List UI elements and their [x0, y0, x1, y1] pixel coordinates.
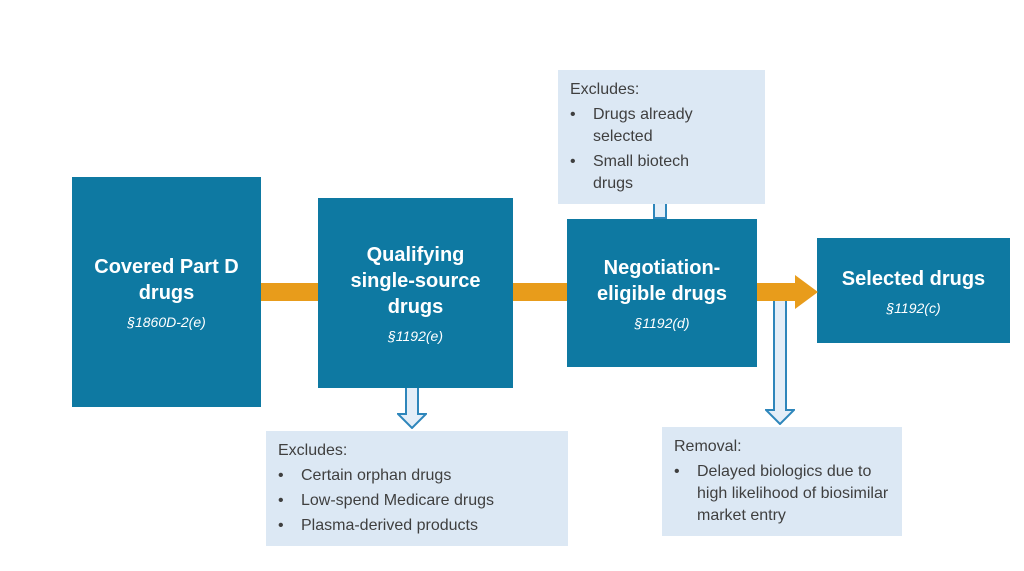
stage-title: Selected drugs	[841, 267, 986, 290]
note-bullet-list: • Delayed biologics due to high likeliho…	[674, 461, 892, 527]
bullet-icon: •	[570, 153, 576, 171]
note-bullet-item: • Delayed biologics due to high likeliho…	[674, 461, 892, 527]
bullet-icon: •	[278, 517, 284, 535]
flow-connector-3	[757, 283, 795, 301]
bullet-icon: •	[570, 106, 576, 124]
flow-connector-2	[513, 283, 567, 301]
stage-title: Qualifying single-source drugs	[350, 244, 481, 318]
stage-title: Covered Part D drugs	[94, 256, 239, 304]
stage-box-covered-part-d-drugs: Covered Part D drugs §1860D-2(e)	[72, 177, 261, 407]
flow-arrowhead-icon	[795, 275, 818, 309]
note-bullet-text: Plasma-derived products	[301, 517, 478, 535]
stage-title: Negotiation- eligible drugs	[596, 257, 728, 305]
note-box-removal: Removal: • Delayed biologics due to high…	[662, 427, 902, 537]
flow-connector-1	[261, 283, 318, 301]
note-bullet-text: Delayed biologics due to high likelihood…	[697, 463, 889, 525]
stage-statute-ref: §1192(e)	[387, 328, 443, 344]
note-bullet-item: • Certain orphan drugs	[278, 465, 558, 487]
note-heading: Excludes:	[570, 81, 640, 98]
note-box-excludes-top: Excludes: • Drugs already selected • Sma…	[558, 70, 765, 205]
stage-box-negotiation-eligible-drugs: Negotiation- eligible drugs §1192(d)	[567, 219, 757, 367]
stage-statute-ref: §1860D-2(e)	[127, 314, 206, 330]
note-bullet-item: • Low-spend Medicare drugs	[278, 490, 558, 512]
note-bullet-list: • Drugs already selected • Small biotech…	[570, 104, 755, 195]
bullet-icon: •	[278, 467, 284, 485]
bullet-icon: •	[278, 492, 284, 510]
note-bullet-text: Certain orphan drugs	[301, 467, 452, 485]
note-bullet-item: • Small biotech drugs	[570, 151, 755, 195]
stage-box-selected-drugs: Selected drugs §1192(c)	[817, 238, 1010, 343]
down-arrow-long-icon	[765, 299, 795, 425]
note-heading: Excludes:	[278, 442, 348, 459]
note-bullet-text: Low-spend Medicare drugs	[301, 492, 494, 510]
stage-statute-ref: §1192(d)	[634, 315, 690, 331]
note-box-excludes-bottom: Excludes: • Certain orphan drugs • Low-s…	[266, 431, 568, 547]
note-bullet-item: • Drugs already selected	[570, 104, 755, 148]
note-heading: Removal:	[674, 438, 742, 455]
note-bullet-text: Small biotech drugs	[593, 153, 690, 193]
bullet-icon: •	[674, 463, 680, 481]
note-bullet-text: Drugs already selected	[593, 106, 693, 146]
note-bullet-item: • Plasma-derived products	[278, 515, 558, 537]
stage-box-qualifying-single-source-drugs: Qualifying single-source drugs §1192(e)	[318, 198, 513, 388]
stage-statute-ref: §1192(c)	[886, 299, 941, 316]
down-arrow-icon	[397, 386, 427, 429]
note-bullet-list: • Certain orphan drugs • Low-spend Medic…	[278, 465, 558, 537]
